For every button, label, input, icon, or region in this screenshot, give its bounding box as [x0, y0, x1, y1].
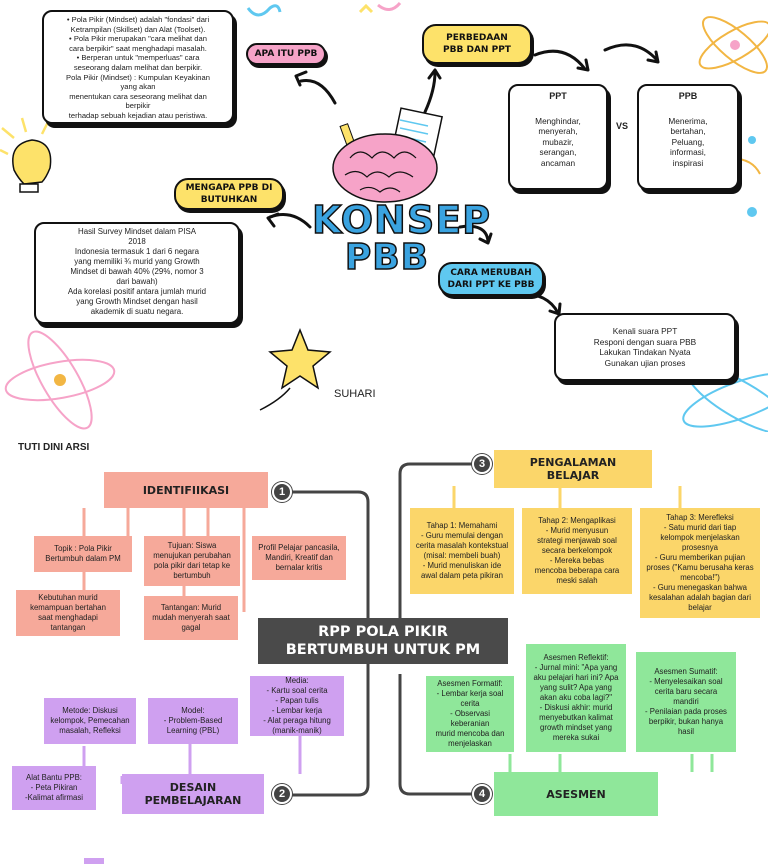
ppt-card: PPT Menghindar, menyerah, mubazir, seran…: [508, 84, 608, 190]
tahap-1-box: Tahap 1: Memahami - Guru memulai dengan …: [410, 508, 514, 594]
kebutuhan-box: Kebutuhan murid kemampuan bertahan saat …: [16, 590, 120, 636]
cara-label: CARA MERUBAH DARI PPT KE PBB: [438, 262, 544, 296]
profil-box: Profil Pelajar pancasila, Mandiri, Kreat…: [252, 536, 346, 580]
tahap-2-box: Tahap 2: Mengaplikasi - Murid menyusun s…: [522, 508, 632, 594]
cara-card: Kenali suara PPT Responi dengan suara PB…: [554, 313, 736, 381]
model-box: Model: - Problem-Based Learning (PBL): [148, 698, 238, 744]
star-icon: [259, 327, 332, 411]
brain-icon: [332, 107, 444, 203]
topik-box: Topik : Pola Pikir Bertumbuh dalam PM: [34, 536, 132, 572]
rpp-center-title: RPP POLA PIKIR BERTUMBUH UNTUK PM: [258, 618, 508, 664]
apa-itu-card: • Pola Pikir (Mindset) adalah "fondasi" …: [42, 10, 234, 124]
mindmap-author: SUHARI: [334, 388, 376, 400]
tantangan-box: Tantangan: Murid mudah menyerah saat gag…: [144, 596, 238, 640]
arrow-to-ppt: [533, 49, 587, 71]
atom-icon: [698, 16, 768, 74]
media-box: Media: - Kartu soal cerita - Papan tulis…: [250, 676, 344, 736]
lightbulb-icon: [0, 117, 52, 193]
ppb-text: Menerima, bertahan, Peluang, informasi, …: [668, 115, 708, 168]
apa-itu-label: APA ITU PPB: [246, 43, 326, 65]
alat-bantu-box: Alat Bantu PPB: - Peta Pikiran -Kalimat …: [12, 766, 96, 810]
mengapa-label: MENGAPA PPB DI BUTUHKAN: [174, 178, 284, 210]
arrow-to-cara-text: [516, 291, 560, 315]
asesmen-formatif-box: Asesmen Formatif: - Lembar kerja soal ce…: [426, 676, 514, 752]
step-2-badge: 2: [272, 784, 292, 804]
identifikasi-header: IDENTIFIIKASI: [104, 472, 268, 508]
arrow-to-perbedaan: [423, 70, 437, 114]
step-3-badge: 3: [472, 454, 492, 474]
arrow-to-cara: [458, 224, 490, 243]
tahap-3-box: Tahap 3: Merefleksi - Satu murid dari ti…: [640, 508, 760, 618]
ppt-text: Menghindar, menyerah, mubazir, serangan,…: [535, 115, 581, 168]
asesmen-header: ASESMEN: [494, 772, 658, 816]
atom-icon-bottom: [4, 330, 116, 430]
arrow-to-ppb: [603, 43, 659, 62]
asesmen-reflektif-box: Asesmen Reflektif: - Jurnal mini: "Apa y…: [526, 644, 626, 752]
step-4-badge: 4: [472, 784, 492, 804]
arrow-to-apa: [299, 78, 337, 105]
center-title-line2: PBB: [344, 237, 430, 279]
rpp-author: TUTI DINI ARSI: [18, 442, 90, 453]
metode-box: Metode: Diskusi kelompok, Pemecahan masa…: [44, 698, 136, 744]
desain-header: DESAIN PEMBELAJARAN: [122, 774, 264, 814]
decorative-doodles: [0, 1, 768, 432]
mengapa-card: Hasil Survey Mindset dalam PISA 2018 Ind…: [34, 222, 240, 324]
purple-marker: [84, 858, 104, 864]
ppb-card: PPB Menerima, bertahan, Peluang, informa…: [637, 84, 739, 190]
mindmap-section: KONSEP PBB • Pola Pikir (Mindset) adalah…: [0, 0, 768, 432]
ppb-title: PPB: [678, 91, 698, 101]
rpp-section: TUTI DINI ARSI RPP POLA PIKIR BERTUMBUH …: [0, 432, 768, 864]
perbedaan-label: PERBEDAAN PBB DAN PPT: [422, 24, 532, 64]
step-1-badge: 1: [272, 482, 292, 502]
ppt-title: PPT: [549, 91, 567, 101]
vs-label: VS: [615, 121, 628, 131]
pengalaman-header: PENGALAMAN BELAJAR: [494, 450, 652, 488]
asesmen-sumatif-box: Asesmen Sumatif: - Menyelesaikan soal ce…: [636, 652, 736, 752]
center-title-line1: KONSEP: [311, 198, 492, 242]
rpp-connectors: [82, 462, 714, 797]
tujuan-box: Tujuan: Siswa menujukan perubahan pola p…: [144, 536, 240, 586]
